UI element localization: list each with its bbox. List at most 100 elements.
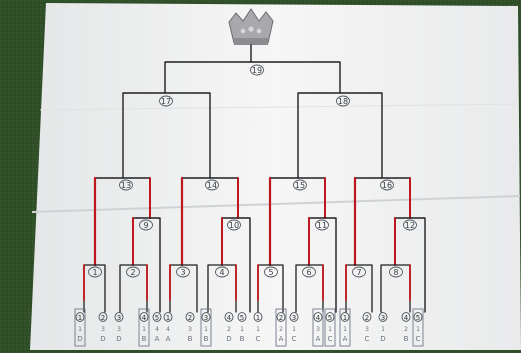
entry-number: 1 [240, 326, 244, 333]
bracket-entry: 3 1C [289, 312, 299, 343]
quarterfinal-label-circle [293, 179, 307, 191]
entry-letter: B [240, 335, 245, 343]
bracket-entry: 31D [378, 312, 388, 343]
entry-letter: A [279, 335, 284, 343]
entry-letter: A [166, 335, 171, 343]
entry-seed: 4 [227, 314, 232, 322]
first-round-label-circle [215, 266, 229, 278]
entry-seed: 1 [166, 314, 170, 322]
first-round-label-circle [302, 266, 316, 278]
entry-seed-circle [185, 312, 195, 322]
bracket-entry: 43A [312, 308, 324, 347]
entry-number: 1 [142, 326, 146, 333]
inner-round-label: 9 [143, 221, 148, 230]
bracket-entry: 42B [401, 312, 411, 343]
entry-seed-circle [114, 312, 124, 322]
inner-bracket-line [394, 217, 426, 313]
quarterfinal-label: 13 [121, 181, 131, 190]
inner-round-label: 11 [317, 221, 327, 230]
entry-number: 3 [101, 326, 105, 333]
final-label: 19 [252, 66, 262, 75]
quarterfinal-label: 16 [382, 181, 392, 190]
entry-number: 3 [117, 326, 121, 333]
entry-number: 1 [381, 326, 385, 333]
entry-seed-circle [253, 312, 263, 322]
entry-seed: 3 [292, 314, 296, 322]
entry-seed-circle [237, 312, 247, 322]
entry-number: 1 [416, 326, 420, 333]
entry-number: 1 [292, 326, 296, 333]
entry-letter: B [142, 335, 147, 343]
entry-seed: 5 [328, 314, 332, 322]
entry-seed-circle [325, 312, 335, 322]
entry-seed: 2 [188, 314, 192, 322]
entry-seed-circle [413, 312, 423, 322]
entry-seed-circle [289, 312, 299, 322]
entry-seed: 4 [316, 314, 321, 322]
entry-number: 1 [204, 326, 208, 333]
paper-sheet [30, 3, 521, 350]
bracket-entry: 23C [362, 312, 372, 343]
entry-seed-circle [201, 312, 211, 322]
bracket-entry: 51C [324, 308, 336, 347]
entry-seed: 2 [279, 314, 283, 322]
bracket-lines [83, 44, 426, 313]
inner-round-label-circle [139, 219, 153, 231]
entry-seed-circle [401, 312, 411, 322]
final-bracket-line [164, 61, 341, 87]
entry-letter: B [404, 335, 409, 343]
entry-seed-circle [224, 312, 234, 322]
bracket-entry: 54A [152, 312, 162, 343]
entry-box [74, 308, 86, 347]
bracket-entry: 1 4A [163, 312, 173, 343]
first-round-label: 3 [180, 268, 185, 277]
bracket-entry: 51B [237, 312, 247, 343]
entry-number: 4 [166, 326, 170, 333]
entry-seed-circle [139, 312, 149, 322]
entry-box [412, 308, 424, 347]
entry-number: 1 [256, 326, 260, 333]
entry-seed-circle [152, 312, 162, 322]
entry-letter: D [380, 335, 385, 343]
entry-seed: 1 [343, 314, 347, 322]
entry-seed: 1 [78, 314, 82, 322]
bracket-entry: 2 2A [275, 308, 287, 347]
entry-letter: C [256, 335, 261, 343]
entry-number: 3 [188, 326, 192, 333]
entry-seed-circle [378, 312, 388, 322]
entry-seed: 3 [117, 314, 121, 322]
semifinal-label: 17 [161, 97, 171, 106]
first-round-label: 1 [92, 268, 97, 277]
quarterfinal-label: 15 [295, 181, 305, 190]
entry-number: 1 [78, 326, 82, 333]
bracket-entry: 42D [224, 312, 234, 343]
crown-icon [228, 8, 274, 45]
first-round-label: 4 [219, 268, 224, 277]
inner-round-label-circle [315, 219, 329, 231]
entry-seed-circle [362, 312, 372, 322]
entry-letter: C [365, 335, 370, 343]
bracket-entry: 3 3D [114, 312, 124, 343]
entry-letter: C [416, 335, 421, 343]
entry-seed: 2 [365, 314, 369, 322]
first-round-label-circle [352, 266, 366, 278]
bracket-entry: 11C [253, 312, 263, 343]
entry-seed: 3 [204, 314, 208, 322]
entry-box [275, 308, 287, 347]
semifinal-bracket-line [122, 92, 211, 179]
entry-seed-circle [340, 312, 350, 322]
entry-seed: 2 [101, 314, 105, 322]
entry-letter: C [292, 335, 297, 343]
entry-number: 2 [279, 326, 283, 333]
entry-seed: 5 [416, 314, 420, 322]
entry-letter: B [188, 335, 193, 343]
quarterfinal-label-circle [380, 179, 394, 191]
entry-letter: D [116, 335, 121, 343]
entry-number: 1 [343, 326, 347, 333]
inner-round-label: 10 [229, 221, 239, 230]
first-round-label: 6 [306, 268, 311, 277]
entry-number: 2 [404, 326, 408, 333]
bracket-entry: 41B [138, 308, 150, 347]
